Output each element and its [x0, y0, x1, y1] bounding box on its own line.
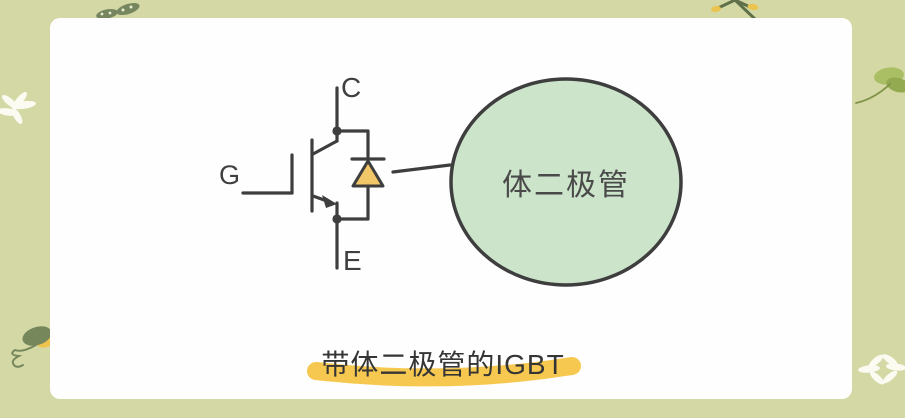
caption-text: 带体二极管的IGBT — [321, 349, 565, 380]
collector-label: C — [341, 72, 362, 103]
clover-leaf-icon — [855, 67, 905, 104]
gate-label: G — [219, 160, 241, 190]
white-flower-icon — [0, 92, 36, 124]
white-flower-icon — [858, 354, 905, 385]
leaf-sprig-icon — [96, 2, 140, 20]
callout-label: 体二极管 — [502, 169, 630, 202]
content-card — [50, 18, 852, 399]
emitter-label: E — [343, 245, 362, 276]
branch-berries-icon — [711, 0, 759, 22]
